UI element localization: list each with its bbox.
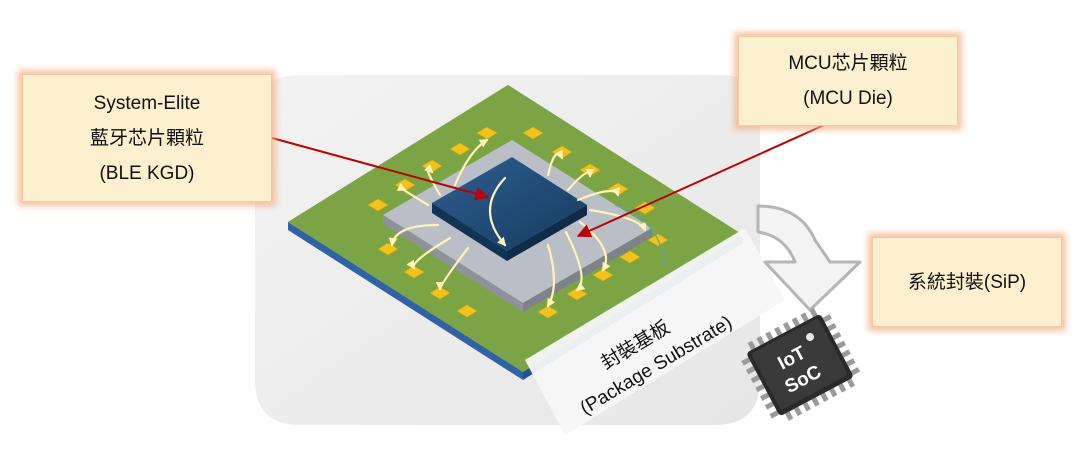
chip-pin: [755, 383, 765, 393]
chip-pin: [765, 331, 774, 341]
ble-callout-line2: 藍牙芯片顆粒: [89, 127, 204, 149]
chip-pin: [745, 366, 756, 375]
bond-wire: [546, 243, 556, 308]
bond-pad: [456, 304, 478, 318]
chip-pin: [756, 336, 765, 346]
chip-pin: [793, 406, 803, 417]
mcu-callout-line1: MCU芯片顆粒: [788, 53, 908, 74]
bond-wire: [588, 208, 647, 232]
chip-pin: [820, 392, 829, 402]
chip-pin: [827, 322, 837, 332]
guide-line: [614, 204, 666, 266]
chip-pin: [764, 401, 775, 410]
chip-pin: [782, 321, 792, 332]
bond-wire: [423, 163, 442, 197]
chip-pin: [822, 314, 832, 323]
chip-pin: [791, 317, 800, 327]
chip-pin: [800, 312, 809, 322]
ble-pointer-arrow: [271, 137, 490, 201]
bond-wire: [388, 223, 440, 247]
mcu-die-callout: MCU芯片顆粒 (MCU Die): [738, 36, 958, 126]
chip-pin: [747, 340, 756, 351]
bond-wire: [546, 149, 564, 177]
bond-wire: [576, 186, 621, 202]
bond-wire: [406, 236, 452, 270]
curved-down-arrow-icon: [756, 204, 862, 312]
bond-wire: [435, 246, 470, 291]
bond-pad: [449, 142, 471, 156]
chip-pin: [846, 358, 856, 367]
bond-pad: [367, 198, 389, 212]
bond-pad: [522, 126, 544, 140]
chip-pin: [811, 397, 820, 407]
bond-wire: [566, 168, 595, 192]
mcu-callout-line2: (MCU Die): [803, 88, 893, 109]
mcu-pointer-arrow: [576, 111, 854, 238]
ble-callout-line3: (BLE KGD): [99, 162, 195, 184]
bond-pad: [619, 250, 641, 264]
chip-pin: [802, 401, 811, 412]
chip-pin: [841, 349, 851, 358]
bond-pad: [634, 201, 656, 215]
bond-pad: [537, 305, 559, 319]
bond-pad: [476, 126, 498, 140]
sip-callout-text: 系統封裝(SiP): [907, 271, 1027, 293]
ble-callout-line1: System-Elite: [93, 92, 201, 114]
ble-die: [432, 157, 587, 261]
chip-pin: [750, 375, 761, 384]
chip-pin: [741, 357, 751, 366]
chip-pin: [831, 331, 842, 340]
chip-pin: [785, 411, 794, 421]
chip-pin: [850, 367, 861, 376]
chip-dot: [806, 333, 815, 342]
chip-pin: [809, 307, 818, 318]
bond-wire: [488, 176, 507, 247]
sip-callout: 系統封裝(SiP): [872, 237, 1062, 327]
bond-pad: [592, 268, 614, 282]
chip-pin: [829, 387, 838, 398]
bond-wire: [564, 230, 586, 292]
bond-wire: [396, 182, 430, 207]
bond-wire: [453, 138, 489, 187]
chip-pin: [846, 378, 856, 388]
chip-pin: [760, 392, 770, 401]
chip-pin: [838, 383, 847, 393]
ble-kgd-callout: System-Elite 藍牙芯片顆粒 (BLE KGD): [22, 74, 272, 202]
chip-pin: [769, 410, 779, 419]
chip-pin: [836, 340, 847, 349]
chip-pin: [774, 326, 783, 337]
iot-soc-chip: IoT SoC: [741, 307, 861, 421]
bond-wires: [388, 138, 647, 308]
chip-pins: [741, 307, 861, 421]
